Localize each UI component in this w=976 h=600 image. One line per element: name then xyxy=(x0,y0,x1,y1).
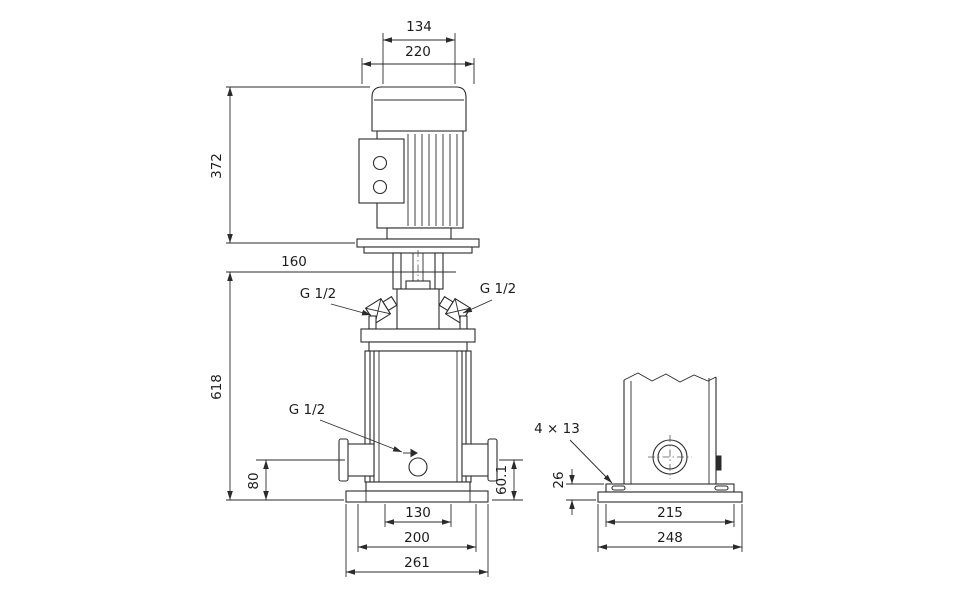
dim-26-label: 26 xyxy=(551,471,567,488)
dim-261-label: 261 xyxy=(404,555,430,571)
dim-248-label: 248 xyxy=(657,530,683,546)
dim-215: 215 xyxy=(605,504,735,527)
dim-160-label: 160 xyxy=(281,254,307,270)
label-g12-left: G 1/2 xyxy=(300,286,372,316)
dim-261: 261 xyxy=(345,504,489,577)
dim-215-label: 215 xyxy=(657,505,683,521)
drain-plug xyxy=(403,448,428,477)
dim-130-label: 130 xyxy=(405,505,431,521)
dim-80-label: 80 xyxy=(246,472,262,489)
dim-248: 248 xyxy=(597,504,743,552)
bolt-slot-right xyxy=(714,485,729,491)
dim-60-1: 60.1 xyxy=(492,459,523,501)
dim-26: 26 xyxy=(551,469,604,515)
dim-618-label: 618 xyxy=(209,374,225,400)
g12-left-label: G 1/2 xyxy=(300,286,336,302)
dim-130: 130 xyxy=(384,504,452,527)
dim-160: 160 xyxy=(226,254,456,273)
port-right xyxy=(461,438,498,482)
dim-372: 372 xyxy=(209,86,370,244)
motor xyxy=(358,86,467,240)
side-column xyxy=(623,372,722,484)
flow-arrow-icon xyxy=(410,448,418,458)
dim-80: 80 xyxy=(246,459,345,500)
dim-200-label: 200 xyxy=(404,530,430,546)
pump-head xyxy=(360,280,476,352)
bolt-slot-left xyxy=(611,485,626,491)
label-g12-drain: G 1/2 xyxy=(289,402,403,453)
motor-fins xyxy=(407,134,458,226)
dim-200: 200 xyxy=(357,504,477,552)
front-view: 134 220 372 160 618 80 xyxy=(209,19,523,577)
side-view: 4 × 13 26 215 248 xyxy=(534,372,743,552)
g12-right-label: G 1/2 xyxy=(480,281,516,297)
dim-220-label: 220 xyxy=(405,44,431,60)
dim-220: 220 xyxy=(361,44,475,84)
break-line xyxy=(623,372,717,383)
slot-label: 4 × 13 xyxy=(534,421,580,437)
side-base xyxy=(597,483,743,503)
label-g12-right: G 1/2 xyxy=(462,281,516,314)
dim-372-label: 372 xyxy=(209,153,225,179)
side-plug xyxy=(715,455,722,471)
dim-134: 134 xyxy=(382,19,456,84)
port-left xyxy=(338,438,375,482)
terminal-box xyxy=(358,138,405,204)
dim-60-1-label: 60.1 xyxy=(494,465,510,495)
label-slot: 4 × 13 xyxy=(534,421,613,484)
g12-drain-label: G 1/2 xyxy=(289,402,325,418)
pump-base xyxy=(345,481,489,503)
dim-134-label: 134 xyxy=(406,19,432,35)
dim-618: 618 xyxy=(209,272,344,501)
